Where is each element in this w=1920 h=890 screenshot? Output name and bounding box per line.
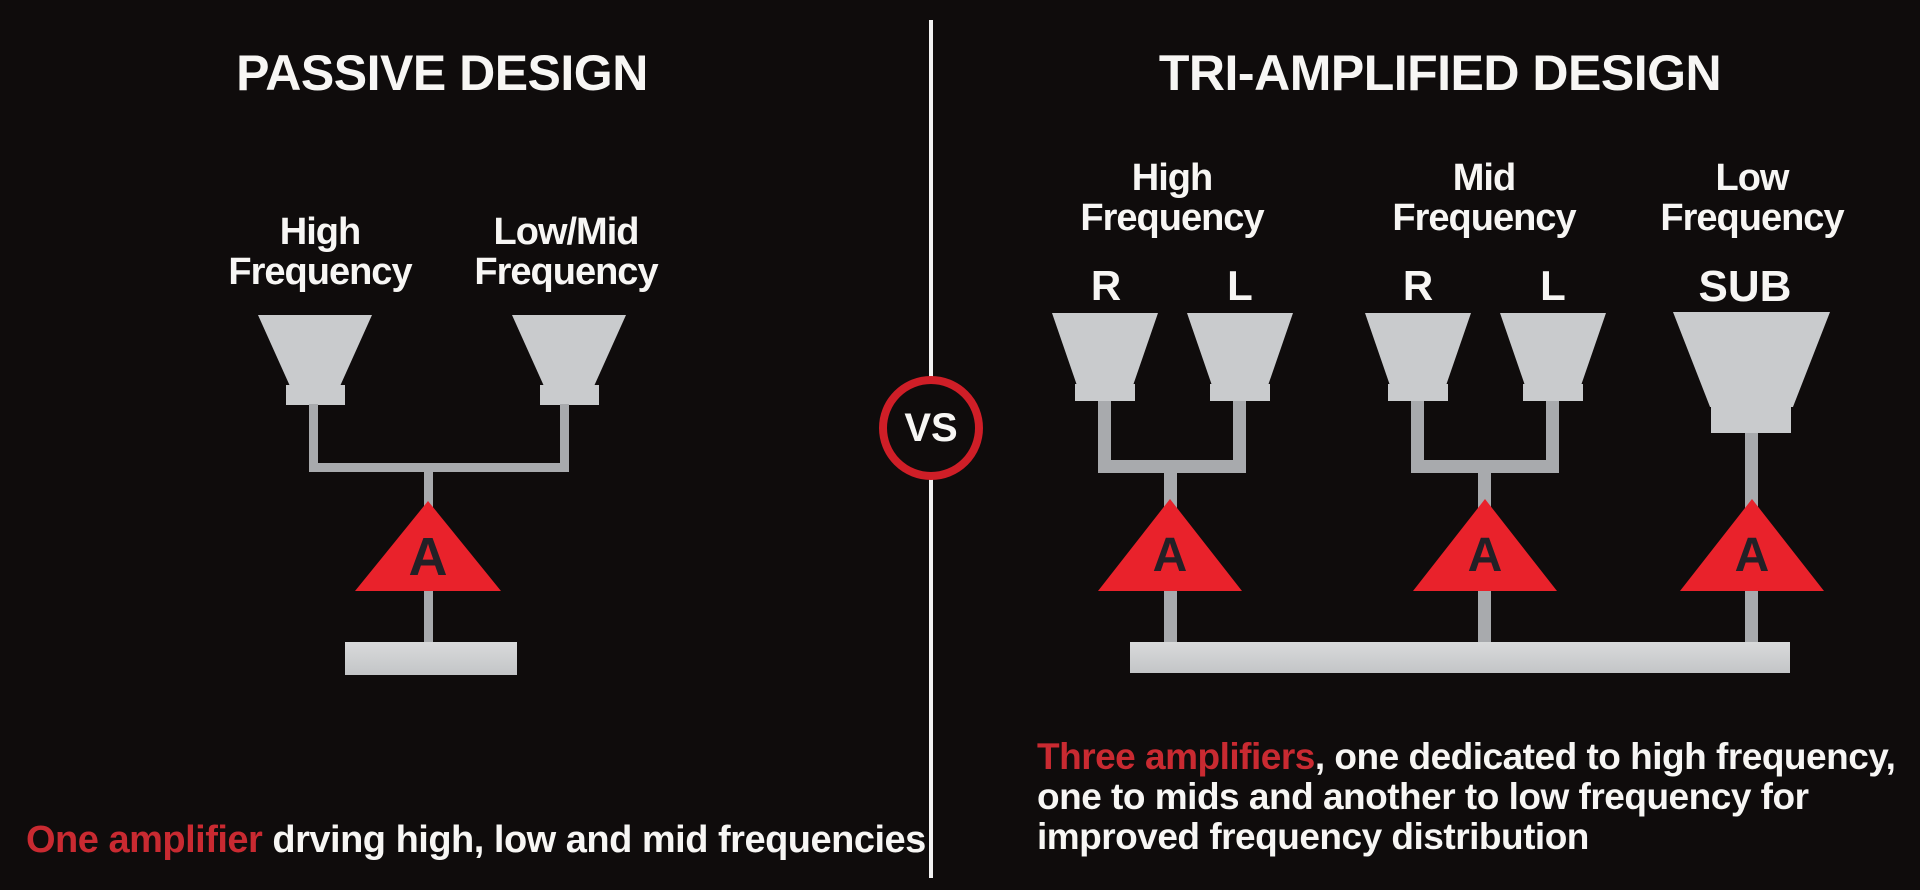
triamp-caption-line1-rest: , one dedicated to high frequency,	[1314, 736, 1896, 777]
speaker-driver-icon	[1210, 384, 1270, 401]
passive-design-title: PASSIVE DESIGN	[236, 45, 648, 101]
group-label-line2: Frequency	[1660, 197, 1844, 239]
wire	[309, 463, 569, 472]
vs-label: VS	[904, 405, 958, 450]
low-mid-frequency-label: Low/Mid Frequency	[416, 212, 716, 292]
channel-label-right: R	[1402, 262, 1434, 309]
channel-label-right: R	[1090, 262, 1122, 309]
high-frequency-group-label: High Frequency	[1022, 158, 1322, 238]
group-label-line1: High	[1131, 157, 1213, 199]
amplifier-triangle-icon	[1680, 496, 1824, 591]
amplifier-triangle-icon	[1413, 496, 1557, 591]
wire	[1411, 401, 1424, 473]
amplifier-letter: A	[408, 527, 448, 587]
speaker-driver-icon	[286, 385, 345, 405]
subwoofer-driver-icon	[1711, 407, 1791, 433]
speaker-driver-icon	[1388, 384, 1448, 401]
group-label-line1: Mid	[1452, 157, 1516, 199]
high-frequency-label: High Frequency	[170, 212, 470, 292]
passive-caption-rest: drving high, low and mid frequencies	[262, 819, 926, 861]
triamp-caption-line2: one to mids and another to low frequency…	[1037, 776, 1809, 817]
channel-label-left: L	[1227, 262, 1253, 309]
speaker-driver-icon	[1075, 384, 1135, 401]
channel-label-sub: SUB	[1698, 262, 1792, 311]
mid-frequency-group-label: Mid Frequency	[1334, 158, 1634, 238]
speaker-horn-icon	[1500, 313, 1606, 384]
low-mid-frequency-label-line2: Frequency	[474, 251, 658, 293]
speaker-driver-icon	[540, 385, 599, 405]
passive-caption: One amplifier drving high, low and mid f…	[26, 820, 926, 860]
speaker-driver-icon	[1523, 384, 1583, 401]
low-frequency-group-label: Low Frequency	[1602, 158, 1902, 238]
amplifier-triangle-icon	[1098, 496, 1242, 591]
high-frequency-label-line1: High	[279, 211, 361, 253]
amplifier-letter: A	[1734, 529, 1770, 582]
triamp-caption-line1: Three amplifiers, one dedicated to high …	[1037, 736, 1896, 777]
shared-source-bar	[1130, 642, 1790, 673]
source-bar	[345, 642, 517, 675]
amplifier-letter: A	[1467, 529, 1503, 582]
wire	[560, 404, 569, 472]
wire	[1098, 401, 1111, 473]
speaker-horn-icon	[1187, 313, 1293, 384]
triamp-design-title: TRI-AMPLIFIED DESIGN	[1158, 45, 1722, 101]
triamp-caption: Three amplifiers, one dedicated to high …	[1037, 736, 1896, 857]
amplifier-letter: A	[1152, 529, 1188, 582]
vs-badge: VS	[879, 376, 983, 480]
low-mid-frequency-label-line1: Low/Mid	[493, 211, 640, 253]
speaker-horn-icon	[512, 315, 626, 385]
amplifier-triangle-icon	[355, 498, 501, 591]
wire	[1546, 401, 1559, 473]
passive-caption-highlight: One amplifier	[26, 819, 263, 861]
high-frequency-label-line2: Frequency	[228, 251, 412, 293]
wire	[309, 404, 318, 472]
wire	[1233, 401, 1246, 473]
speaker-horn-icon	[258, 315, 372, 385]
speaker-horn-icon	[1052, 313, 1158, 384]
group-label-line2: Frequency	[1392, 197, 1576, 239]
triamp-caption-highlight: Three amplifiers	[1037, 736, 1315, 777]
speaker-horn-icon	[1365, 313, 1471, 384]
subwoofer-horn-icon	[1673, 312, 1830, 407]
channel-label-left: L	[1540, 262, 1566, 309]
group-label-line2: Frequency	[1080, 197, 1264, 239]
triamp-caption-line3: improved frequency distribution	[1037, 816, 1589, 857]
group-label-line1: Low	[1715, 157, 1790, 199]
